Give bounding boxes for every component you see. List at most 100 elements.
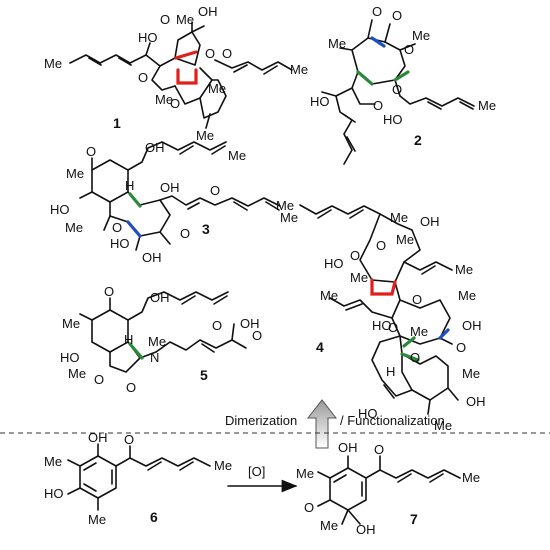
- compound-2-atom-2: O: [404, 42, 414, 57]
- compound-4-red-bond: [370, 278, 397, 296]
- compound-4-number: 4: [316, 339, 324, 355]
- compound-6-atom-5: Me: [88, 512, 106, 527]
- compound-1-atom-1: HO: [138, 30, 158, 45]
- compound-2-number: 2: [414, 132, 422, 148]
- compound-4-atom-8: Me: [350, 270, 368, 285]
- compound-3-atom-4: H: [125, 178, 134, 193]
- compound-7-bonds: [317, 455, 461, 525]
- compound-2-atom-7: O: [392, 82, 402, 97]
- compound-7-atom-3: Me: [462, 470, 480, 485]
- compound-4-atom-9: Me: [458, 288, 476, 303]
- compound-3-atom-12: O: [210, 183, 220, 198]
- caption-functionalization: / Functionalization: [340, 413, 445, 428]
- compound-2-atom-4: Me: [412, 28, 430, 43]
- compound-3: O OH Me Me H OH HO O O Me HO OH O Me 3: [50, 140, 298, 265]
- compound-7: OH O Me Me O Me OH 7: [296, 440, 480, 537]
- compound-1-bonds: [69, 21, 293, 129]
- compound-5-atom-7: H: [124, 332, 133, 347]
- compound-1-atom-3: O: [160, 12, 170, 27]
- compound-1-atom-0: Me: [44, 56, 62, 71]
- compound-4-atom-4: Me: [396, 232, 414, 247]
- compound-4-atom-12: O: [388, 320, 398, 335]
- compound-4-atom-6: HO: [324, 256, 344, 271]
- compound-4-atom-18: O: [410, 350, 420, 365]
- compound-4-atom-19: Me: [462, 366, 480, 381]
- compound-7-atom-2: Me: [296, 466, 314, 481]
- compound-5-atom-5: HO: [60, 350, 80, 365]
- compound-2-atom-1: O: [392, 8, 402, 23]
- caption-dimerization: Dimerization: [225, 413, 297, 428]
- compound-1-atom-10: O: [222, 46, 232, 61]
- compound-6-number: 6: [150, 509, 158, 525]
- compound-5-atom-0: O: [104, 284, 114, 299]
- compound-2-atom-3: Me: [328, 36, 346, 51]
- compound-4-atom-7: O: [350, 248, 360, 263]
- compound-3-atom-5: OH: [160, 180, 180, 195]
- compound-2: O O O Me Me HO O O HO Me 2: [310, 4, 496, 165]
- compound-4-green-bond: [400, 336, 420, 362]
- compound-6-atom-0: OH: [88, 430, 108, 445]
- compound-4-atom-15: HO: [372, 318, 392, 333]
- compound-4-atom-22: Me: [434, 418, 452, 433]
- compound-1-number: 1: [113, 115, 121, 131]
- compound-4-atom-0: Me: [276, 198, 294, 213]
- compound-4-atom-17: Me: [410, 324, 428, 339]
- compound-1-atom-6: Me: [155, 92, 173, 107]
- compound-5: O OH Me O OH HO Me H N Me O O O 5: [60, 284, 262, 395]
- compound-6: OH Me O HO Me Me 6: [44, 430, 232, 527]
- compound-3-atom-9: Me: [65, 220, 83, 235]
- compound-4-bonds: [299, 204, 459, 415]
- compound-6-atom-1: Me: [44, 454, 62, 469]
- compound-4-atom-1: Me: [390, 210, 408, 225]
- compound-4-atom-11: O: [412, 292, 422, 307]
- compound-5-bonds: [79, 291, 247, 373]
- compound-3-atom-2: Me: [66, 166, 84, 181]
- compound-2-green-bond: [356, 70, 410, 86]
- compound-2-atom-0: O: [372, 4, 382, 19]
- compound-2-atom-6: O: [373, 98, 383, 113]
- compound-7-atom-1: O: [374, 442, 384, 457]
- compound-4-atom-2: OH: [420, 214, 440, 229]
- compound-5-atom-4: OH: [240, 316, 260, 331]
- compound-3-number: 3: [202, 221, 210, 237]
- compound-2-atom-5: HO: [310, 94, 330, 109]
- compound-4-atom-14: Me: [320, 288, 338, 303]
- compound-2-atom-9: Me: [478, 98, 496, 113]
- compound-4-atom-16: H: [386, 364, 395, 379]
- compound-3-atom-3: Me: [228, 148, 246, 163]
- compound-1-atom-7: Me: [176, 12, 194, 27]
- compound-1-atom-5: O: [138, 70, 148, 85]
- compound-7-number: 7: [410, 511, 418, 527]
- compound-2-atom-8: HO: [383, 112, 403, 127]
- compound-3-atom-11: OH: [142, 250, 162, 265]
- compound-5-green-bond: [128, 342, 144, 360]
- compound-5-atom-11: O: [126, 380, 136, 395]
- compound-3-atom-7: O: [112, 220, 122, 235]
- compound-7-atom-4: O: [304, 500, 314, 515]
- compound-2-blue-bond: [370, 36, 386, 48]
- dimerization-arrow: [306, 399, 338, 449]
- compound-1-atom-4: O: [205, 46, 215, 61]
- compound-6-bonds: [67, 443, 211, 511]
- compound-1: Me HO OH O O O Me Me O Me O Me Me 1: [44, 4, 308, 143]
- compound-4: Me Me OH O Me Me HO O Me Me OH O O O Me …: [276, 198, 486, 433]
- compound-4-atom-21: OH: [466, 394, 486, 409]
- compound-1-atom-8: O: [170, 96, 180, 111]
- compound-1-atom-2: OH: [198, 4, 218, 19]
- compound-3-atom-1: OH: [145, 140, 165, 155]
- compound-4-atom-20: HO: [358, 406, 378, 421]
- compound-1-red-bond: [176, 68, 198, 85]
- compound-3-atom-13: Me: [280, 210, 298, 225]
- compound-3-atom-10: HO: [110, 236, 130, 251]
- compound-1-atom-12: Me: [196, 128, 214, 143]
- compound-4-atom-10: OH: [462, 318, 482, 333]
- compound-5-atom-10: O: [94, 372, 104, 387]
- compound-3-atom-6: HO: [50, 202, 70, 217]
- compound-3-atom-0: O: [86, 144, 96, 159]
- compound-2-bonds: [321, 19, 475, 165]
- compound-1-atom-9: Me: [208, 81, 226, 96]
- compound-3-bonds: [79, 141, 281, 251]
- compound-5-number: 5: [200, 367, 208, 383]
- compound-6-atom-3: HO: [44, 486, 64, 501]
